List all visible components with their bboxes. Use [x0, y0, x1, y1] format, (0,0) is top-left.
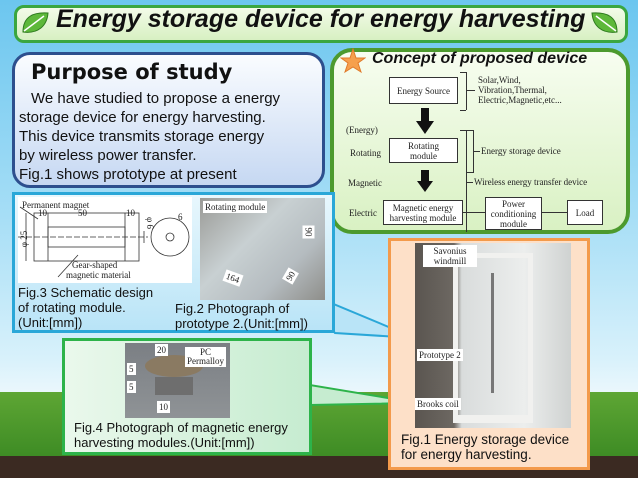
label-brooks-coil: Brooks coil — [415, 398, 461, 410]
label-prototype2: Prototype 2 — [417, 349, 463, 361]
purpose-text: We have studied to propose a energy stor… — [19, 89, 331, 184]
dim-label: φ 25 — [19, 230, 30, 248]
purpose-heading: Purpose of study — [31, 60, 233, 84]
wireless-device-label: Wireless energy transfer device — [474, 177, 588, 187]
dim-label: 5 — [127, 363, 136, 375]
star-icon — [340, 48, 366, 74]
purpose-line: We have studied to propose a energy — [31, 90, 281, 107]
schematic-drawing: Permanent magnet 10 50 10 φ 25 φ 6 6 Gea… — [18, 197, 192, 283]
power-conditioning-box: Power conditioning module — [485, 197, 542, 230]
purpose-line: by wireless power transfer. — [19, 147, 197, 164]
purpose-line: Fig.1 shows prototype at present — [19, 166, 237, 183]
electric-label: Electric — [349, 208, 377, 218]
energy-label: (Energy) — [346, 125, 378, 135]
dim-label: 20 — [155, 344, 168, 356]
dim-label: 10 — [38, 208, 47, 218]
down-arrow-icon — [417, 170, 433, 192]
purpose-line: storage device for energy harvesting. — [19, 109, 266, 126]
prototype2-photo: Rotating module 164 90 90 — [200, 198, 325, 300]
label-permanent-magnet: Permanent magnet — [22, 200, 90, 210]
rotating-module-schematic — [18, 206, 190, 278]
purpose-line: This device transmits storage energy — [19, 128, 265, 145]
title-banner — [14, 5, 628, 43]
dim-label: 10 — [126, 208, 135, 218]
energy-source-box: Energy Source — [389, 77, 458, 104]
label-savonius: Savonius windmill — [423, 245, 477, 267]
dim-label: 164 — [222, 269, 244, 287]
magnetic-label: Magnetic — [348, 178, 382, 188]
dim-label: 90 — [302, 225, 315, 239]
prototype-device-photo: Savonius windmill Prototype 2 Brooks coi… — [415, 243, 571, 428]
label-rotating-module: Rotating module — [203, 201, 268, 213]
frame-shape — [453, 253, 533, 423]
load-box: Load — [567, 200, 603, 225]
dim-label: φ 6 — [144, 217, 155, 229]
concept-heading: Concept of proposed device — [372, 50, 588, 67]
page-title: Energy storage device for energy harvest… — [56, 5, 586, 33]
dim-label: 6 — [178, 212, 183, 222]
label-gear-shaped: Gear-shaped — [72, 260, 118, 270]
dim-label: 90 — [282, 267, 299, 285]
rotating-label: Rotating — [350, 148, 381, 158]
dim-label: 50 — [78, 208, 87, 218]
rotating-module-box: Rotating module — [389, 138, 458, 163]
leaf-icon — [591, 12, 618, 33]
purpose-panel: Purpose of study We have studied to prop… — [12, 52, 325, 188]
harvesting-module-box: Magnetic energy harvesting module — [383, 200, 463, 225]
down-arrow-icon — [416, 108, 434, 134]
label-magnetic-material: magnetic material — [66, 270, 131, 280]
dim-label: 5 — [127, 381, 136, 393]
dim-label: 10 — [157, 401, 170, 413]
storage-device-label: Energy storage device — [481, 146, 561, 156]
energy-sources-list: Solar,Wind,Vibration,Thermal,Electric,Ma… — [478, 75, 562, 105]
leaf-icon — [22, 12, 49, 33]
